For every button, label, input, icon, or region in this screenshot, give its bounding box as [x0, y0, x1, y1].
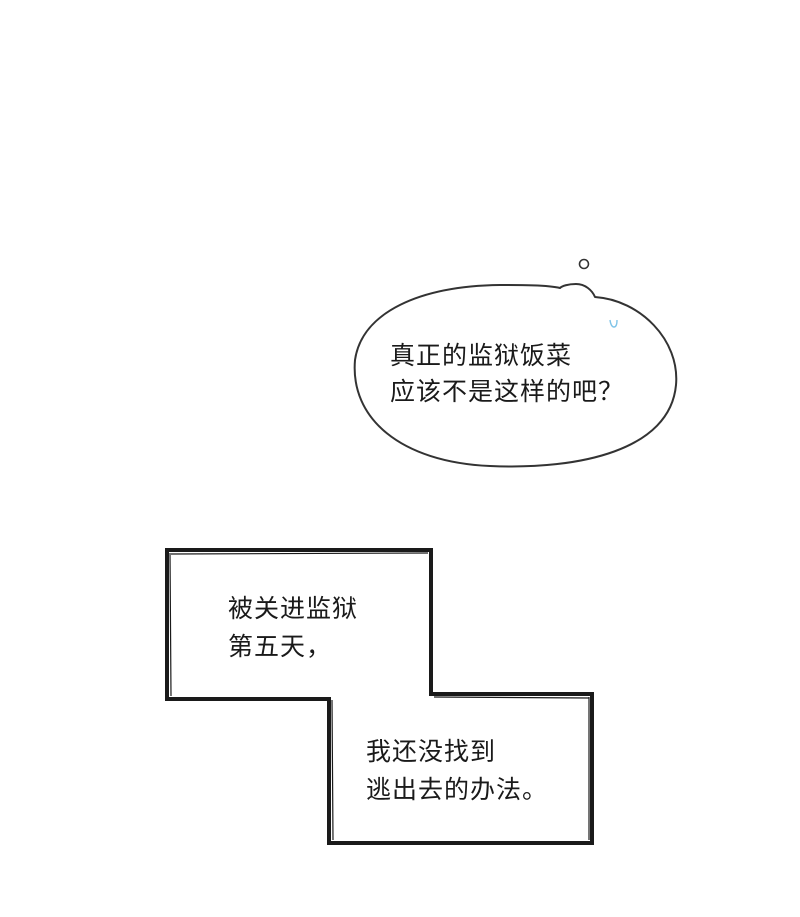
thought-bubble — [353, 283, 678, 468]
sweat-drop-mark — [609, 319, 618, 328]
caption-top-line-2: 第五天， — [228, 632, 333, 661]
thought-dot — [578, 258, 590, 270]
caption-bottom-line-2: 逃出去的办法。 — [366, 775, 549, 804]
caption-top-text: 被关进监狱 第五天， — [228, 590, 358, 666]
speech-line-2: 应该不是这样的吧？ — [390, 377, 625, 406]
speech-bubble-text: 真正的监狱饭菜 应该不是这样的吧？ — [390, 338, 624, 410]
caption-bottom-text: 我还没找到 逃出去的办法。 — [366, 733, 548, 809]
speech-line-1: 真正的监狱饭菜 — [390, 341, 573, 370]
caption-bottom-line-1: 我还没找到 — [366, 737, 497, 766]
caption-top-line-1: 被关进监狱 — [228, 594, 359, 623]
caption-box-inner-sketch — [169, 552, 590, 841]
caption-box-frame — [165, 548, 594, 845]
